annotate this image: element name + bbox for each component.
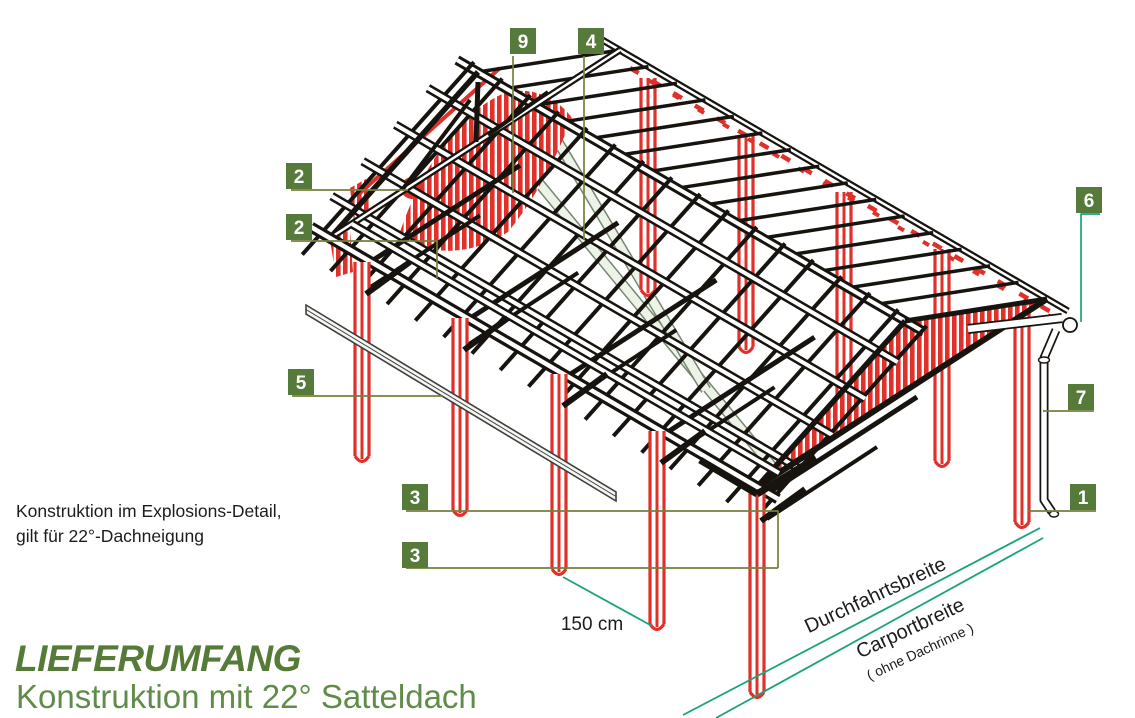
callout-5-number: 5 xyxy=(296,373,307,394)
callout-7: 7 xyxy=(1068,384,1094,410)
callout-4-number: 4 xyxy=(586,32,597,53)
callout-5: 5 xyxy=(288,369,314,395)
callout-2: 2 xyxy=(286,163,312,189)
beam-gutter-layer xyxy=(305,303,1078,518)
callout-1-number: 1 xyxy=(1078,488,1089,509)
callout-2: 2 xyxy=(286,214,312,240)
page-title: LIEFERUMFANG xyxy=(15,638,301,679)
callout-3: 3 xyxy=(402,484,428,510)
callout-7-number: 7 xyxy=(1076,388,1087,409)
callout-1: 1 xyxy=(1070,484,1096,510)
callout-2-number: 2 xyxy=(294,218,305,239)
roof-frame-layer xyxy=(300,34,1070,521)
rear-posts-layer xyxy=(639,78,1031,530)
callout-6-number: 6 xyxy=(1084,191,1095,212)
dimension-150cm-label: 150 cm xyxy=(561,614,623,635)
callout-9-number: 9 xyxy=(518,32,529,53)
callout-3-number: 3 xyxy=(410,488,421,509)
callout-labels-layer: 9 4 2 2 6 7 1 5 3 3 xyxy=(286,28,1102,569)
annotation-line-1: Konstruktion im Explosions-Detail, xyxy=(16,501,282,521)
callout-4: 4 xyxy=(578,28,604,54)
annotation-line-2: gilt für 22°-Dachneigung xyxy=(16,526,204,546)
dimension-lines-layer xyxy=(562,527,1044,718)
callout-2-number: 2 xyxy=(294,167,305,188)
page-subtitle: Konstruktion mit 22° Satteldach xyxy=(16,678,477,715)
callout-3-number: 3 xyxy=(410,546,421,567)
callout-6: 6 xyxy=(1076,187,1102,213)
callout-3: 3 xyxy=(402,542,428,568)
callout-9: 9 xyxy=(510,28,536,54)
